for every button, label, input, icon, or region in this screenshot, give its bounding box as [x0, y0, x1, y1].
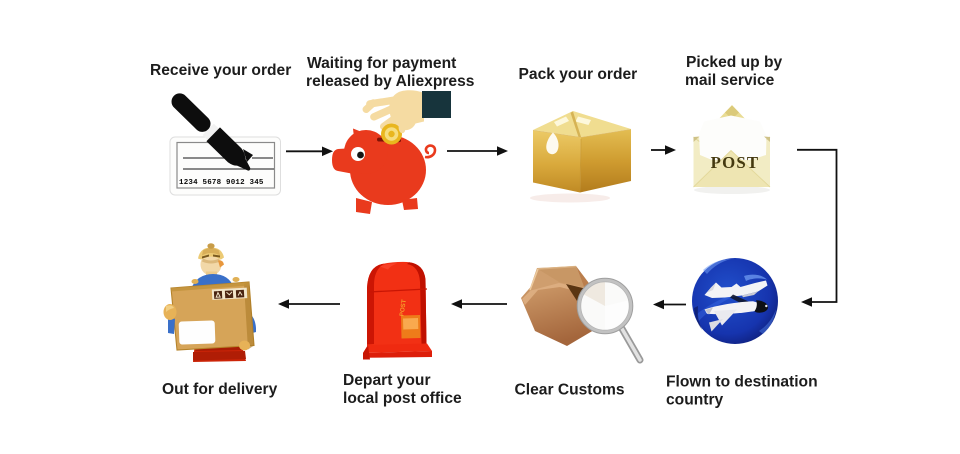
svg-text:Out for delivery: Out for delivery [162, 381, 278, 398]
svg-text:Depart your: Depart your [343, 372, 431, 389]
svg-text:local post office: local post office [343, 390, 462, 407]
svg-text:Receive your order: Receive your order [150, 62, 291, 79]
svg-text:1234 5678 9012 345: 1234 5678 9012 345 [179, 179, 264, 187]
svg-text:country: country [666, 392, 724, 409]
svg-text:POST: POST [711, 153, 760, 172]
svg-text:Flown to destination: Flown to destination [666, 374, 818, 391]
svg-text:Picked up by: Picked up by [686, 54, 783, 71]
svg-text:released by Aliexpress: released by Aliexpress [306, 73, 475, 90]
svg-text:POST: POST [399, 299, 408, 317]
svg-text:Clear Customs: Clear Customs [515, 382, 625, 399]
svg-text:Waiting for payment: Waiting for payment [307, 55, 456, 72]
svg-text:mail service: mail service [685, 72, 775, 89]
svg-text:Pack your order: Pack your order [519, 66, 638, 83]
